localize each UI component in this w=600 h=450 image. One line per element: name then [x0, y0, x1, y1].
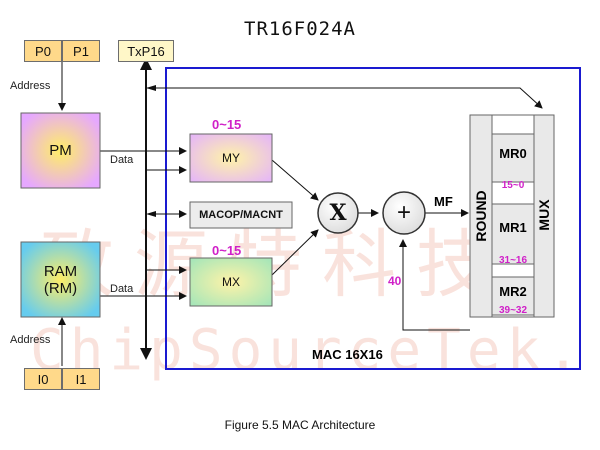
- register-p1: P1: [62, 40, 100, 62]
- adder-block: +: [383, 192, 425, 234]
- mr2-range: 39~32: [498, 305, 528, 316]
- macop-label: MACOP/MACNT: [199, 209, 283, 221]
- macop-block: MACOP/MACNT: [190, 202, 292, 228]
- range-my: 0~15: [212, 117, 242, 132]
- my-block: MY: [190, 134, 272, 182]
- address-label-top: Address: [10, 80, 51, 92]
- register-i1: I1: [62, 368, 100, 390]
- diagram-title: TR16F024A: [244, 18, 356, 40]
- address-label-bottom: Address: [10, 334, 51, 346]
- mac-label: MAC 16X16: [312, 347, 383, 362]
- register-i0: I0: [24, 368, 62, 390]
- mr0-range: 15~0: [501, 180, 525, 191]
- ram-block: RAM (RM): [21, 242, 100, 317]
- data-label-top: Data: [110, 154, 134, 166]
- my-label: MY: [222, 151, 240, 165]
- multiply-symbol: X: [329, 200, 347, 226]
- mr1-label: MR1: [499, 220, 527, 235]
- feedback-label: 40: [388, 274, 402, 288]
- mux-block: MUX: [534, 115, 554, 317]
- watermark-en: ChipSourceTek.: [30, 318, 587, 383]
- mf-label: MF: [434, 194, 453, 209]
- mx-label: MX: [222, 275, 240, 289]
- mac-border: [165, 67, 581, 370]
- add-symbol: +: [396, 199, 411, 226]
- data-label-bottom: Data: [110, 283, 134, 295]
- mr0-label: MR0: [499, 146, 527, 161]
- pm-label: PM: [49, 142, 72, 159]
- mx-block: MX: [190, 258, 272, 306]
- pm-block: PM: [21, 113, 100, 188]
- round-label: ROUND: [473, 190, 489, 242]
- register-txp16: TxP16: [118, 40, 174, 62]
- figure-caption: Figure 5.5 MAC Architecture: [224, 418, 376, 432]
- register-p0: P0: [24, 40, 62, 62]
- mr1-range: 31~16: [498, 255, 528, 266]
- mux-label: MUX: [536, 199, 552, 231]
- multiplier-block: X: [318, 193, 358, 233]
- ram-label: RAM (RM): [43, 262, 78, 297]
- mr2-label: MR2: [499, 284, 527, 299]
- range-mx: 0~15: [212, 243, 242, 258]
- round-block: ROUND: [470, 115, 492, 317]
